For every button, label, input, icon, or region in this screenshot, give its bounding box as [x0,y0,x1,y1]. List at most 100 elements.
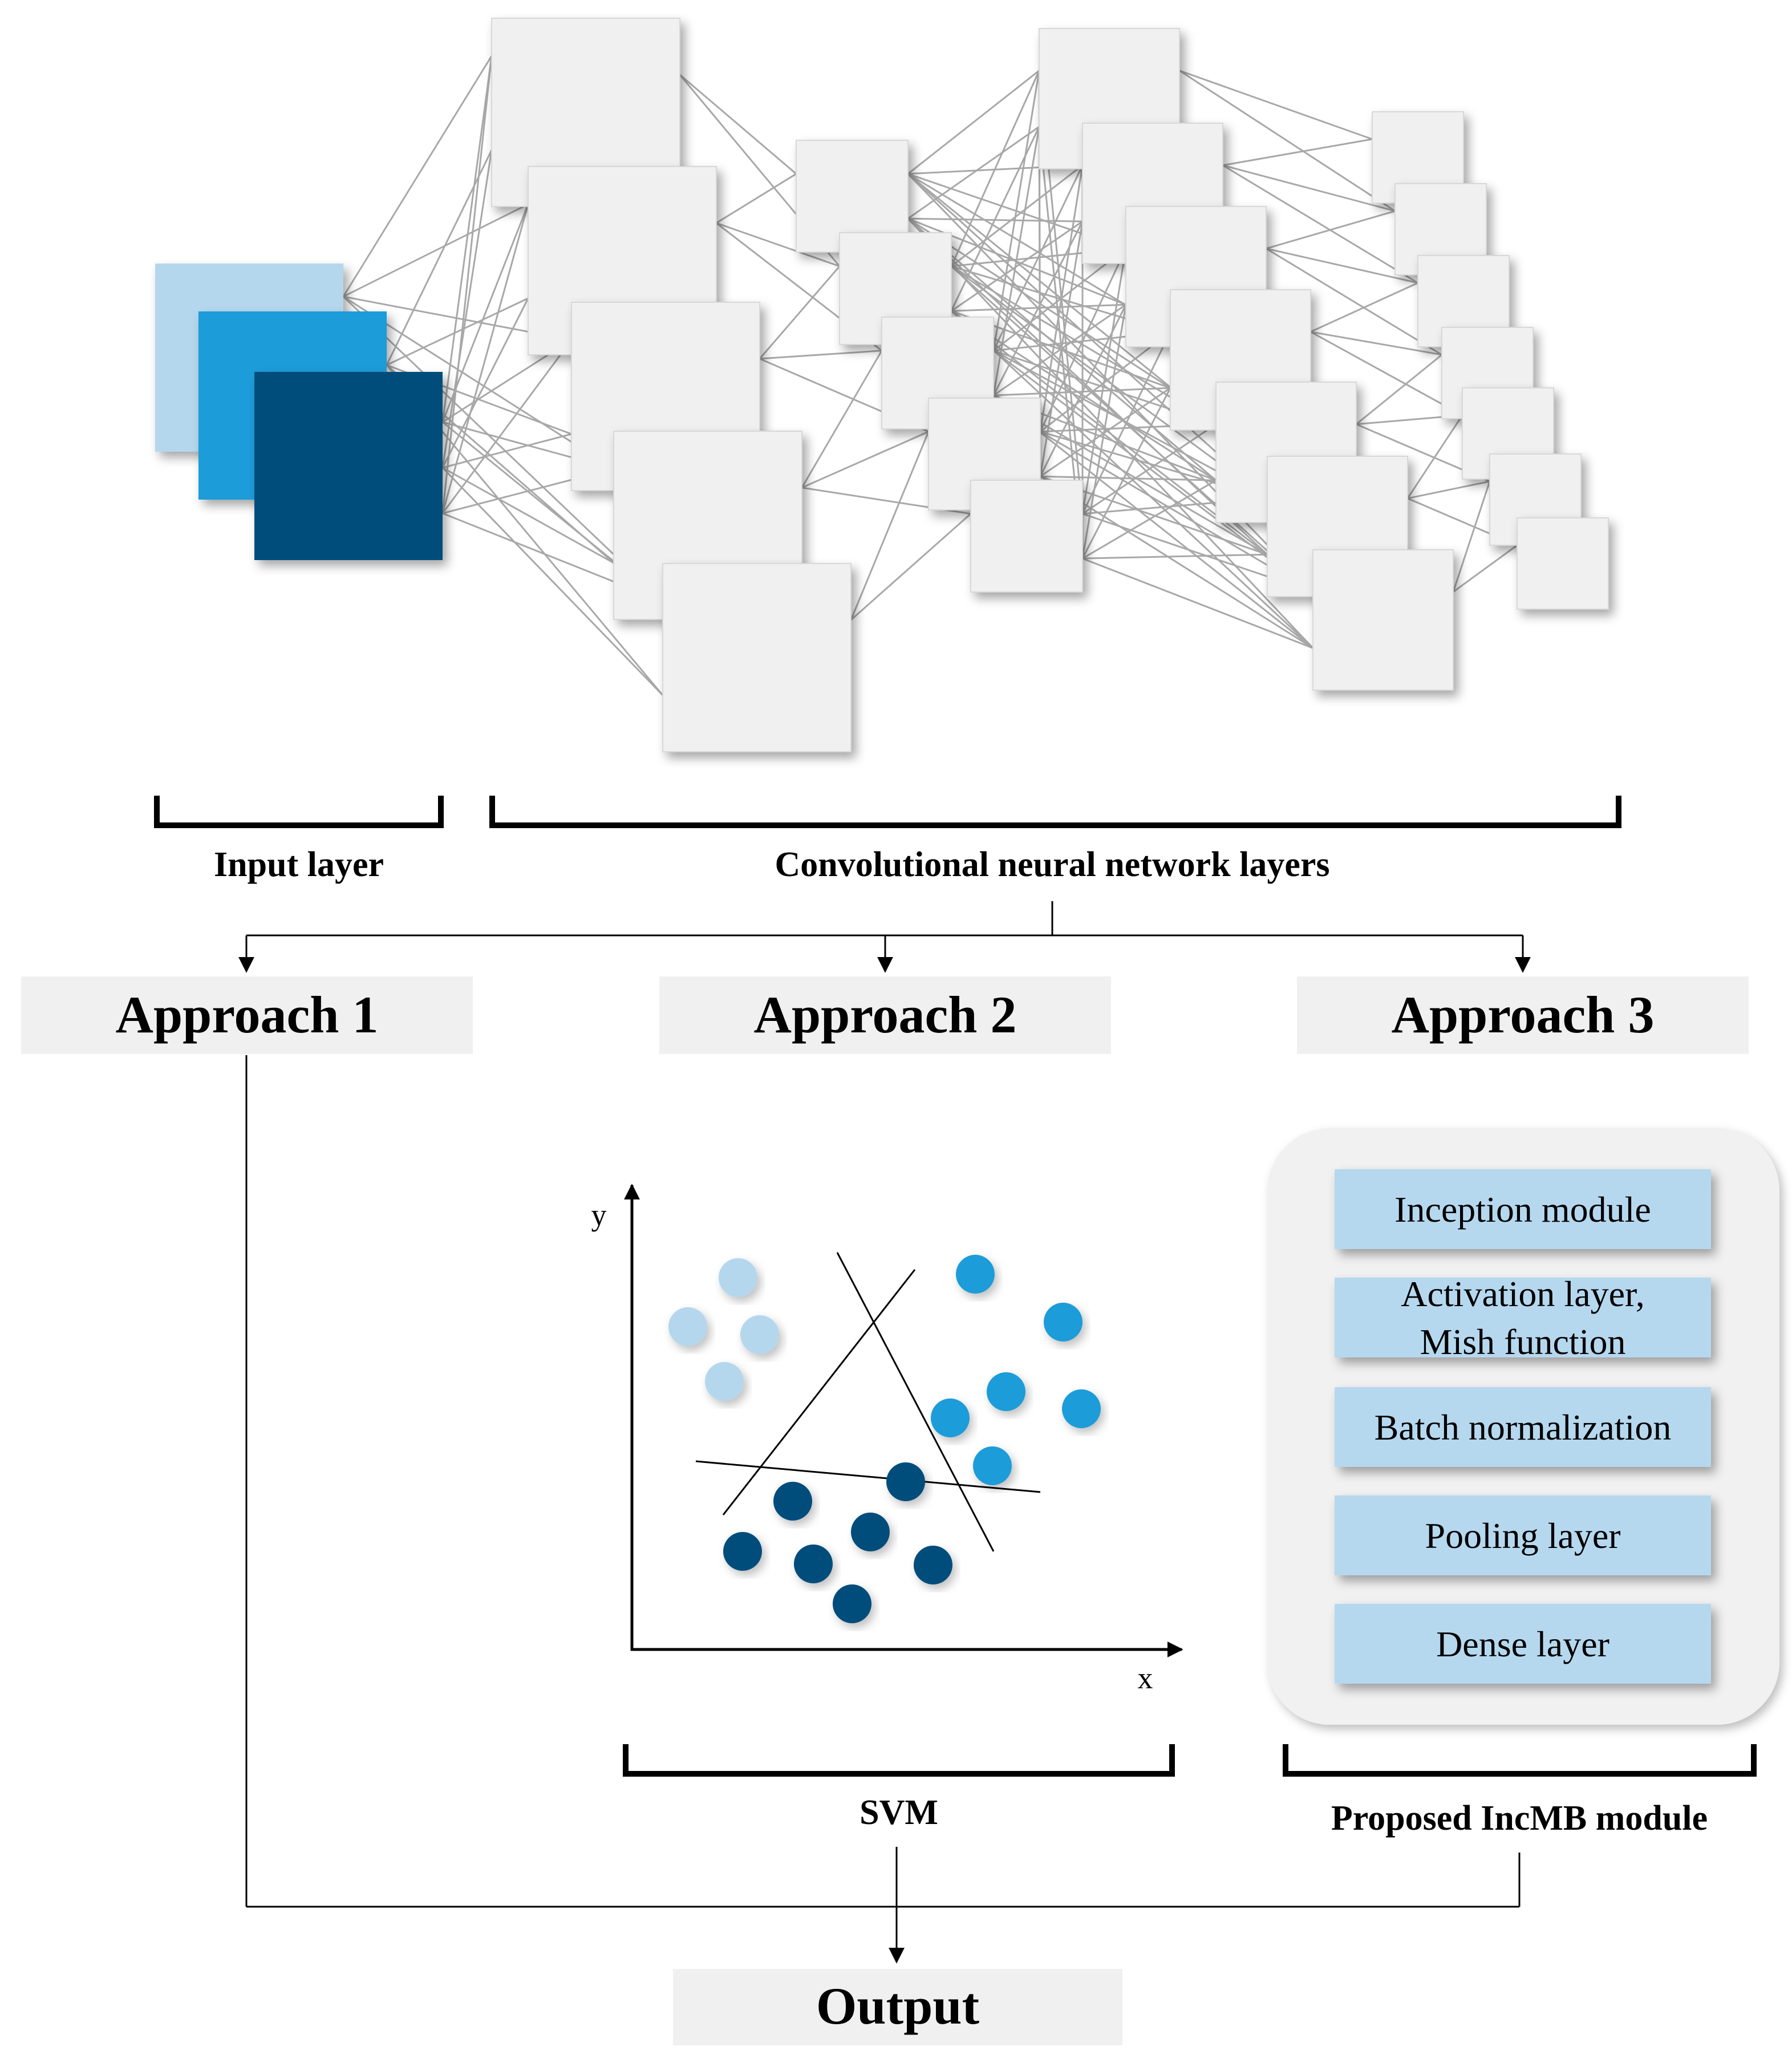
connection-line [441,204,529,423]
connection-line [1082,423,1217,515]
connection-line [993,248,1126,351]
approach-3-label: Approach 3 [1392,986,1655,1044]
connection-line [1222,164,1396,212]
svm-point-dark [723,1532,762,1571]
svm-point-light [719,1258,757,1297]
svm-axis-x-label: x [1138,1661,1153,1695]
connection-line [1179,70,1373,140]
connection-line [907,70,1040,175]
svm-point-mid [956,1255,995,1294]
connection-line [1081,248,1127,514]
incmb-block: Pooling layer [1335,1495,1711,1575]
svm-separator-2 [836,1252,995,1552]
svm-point-dark [886,1462,925,1501]
connection-line [1453,544,1518,593]
connection-line [1222,164,1418,284]
connection-line [1266,210,1396,250]
incmb-block-rect [1335,1278,1711,1357]
incmb-block-label: Dense layer [1436,1624,1609,1664]
connection-line [1082,479,1217,560]
output-connector [245,1055,1521,1964]
connection-line [1266,248,1418,284]
feature-map-2 [970,480,1083,593]
connection-line [801,431,929,489]
incmb-block: Inception module [1335,1169,1711,1249]
input-layer-bracket [154,796,444,828]
incmb-block-label: Mish function [1420,1322,1626,1362]
connection-line [759,350,882,360]
input-layer-stack [155,264,443,560]
connection-line [679,74,797,175]
connection-line [343,203,529,298]
connection-line [716,222,840,267]
connection-line [386,297,529,366]
incmb-block-rect [1335,1604,1711,1684]
incmb-block: Dense layer [1335,1604,1711,1684]
cnn-layers-label: Convolutional neural network layers [775,845,1329,884]
connection-line [442,467,614,564]
connection-line [343,295,614,470]
svm-points [668,1255,1101,1623]
svm-point-light [668,1307,707,1346]
svm-plot: y x [591,1183,1183,1695]
connection-line [801,350,883,488]
connection-line [1040,387,1171,477]
feature-map-1 [662,563,852,752]
connection-line [441,55,493,514]
connection-line [716,173,797,224]
connection-line [1222,138,1373,167]
feature-map-3 [1312,549,1454,691]
incmb-block-label: Activation layer, [1401,1274,1645,1314]
connection-line [992,165,1084,351]
incmb-block-rect [1335,1387,1711,1467]
connection-line [1081,387,1171,559]
incmb-bracket [1283,1744,1757,1777]
output-box: Output [673,1969,1122,2045]
connection-line [850,513,971,621]
svm-separator-3 [695,1460,1041,1493]
connection-line [441,467,664,696]
connection-line [1266,248,1442,356]
incmb-block-label: Inception module [1394,1189,1651,1230]
connection-line [759,265,841,359]
approach-2-label: Approach 2 [754,986,1017,1044]
connection-line [342,55,493,297]
svm-point-dark [773,1482,812,1521]
connection-line [441,298,529,468]
svm-point-mid [1044,1303,1083,1341]
connection-line [1310,282,1418,333]
branch-connector [238,901,1531,973]
connection-line [1040,475,1217,481]
svm-decision-lines [695,1252,1041,1552]
svm-label: SVM [859,1793,938,1832]
connection-line [1082,553,1268,560]
svm-point-light [740,1315,779,1354]
feature-maps [491,18,1609,752]
approach-3-box: Approach 3 [1297,976,1749,1054]
incmb-block-rect [1335,1169,1711,1249]
svm-point-mid [973,1446,1012,1485]
incmb-label: Proposed IncMB module [1331,1799,1708,1838]
connection-line [441,339,573,514]
connection-line [1452,481,1491,593]
connection-line [951,265,1268,500]
feature-map-1 [571,302,760,491]
svm-point-mid [987,1372,1025,1411]
connection-line [950,265,1314,593]
svm-axis-y-label: y [591,1198,607,1232]
connection-line [1310,331,1463,416]
connection-line [442,433,572,469]
connection-line [950,70,1040,267]
svm-point-mid [931,1399,970,1437]
incmb-block-rect [1335,1495,1711,1575]
svm-point-dark [794,1545,833,1583]
connection-line [1406,415,1463,499]
svm-point-mid [1062,1389,1101,1428]
connection-line [1040,331,1171,432]
svm-point-dark [833,1584,871,1623]
incmb-block-label: Pooling layer [1425,1515,1620,1556]
incmb-block: Batch normalization [1335,1387,1711,1467]
connection-line [1310,331,1442,356]
